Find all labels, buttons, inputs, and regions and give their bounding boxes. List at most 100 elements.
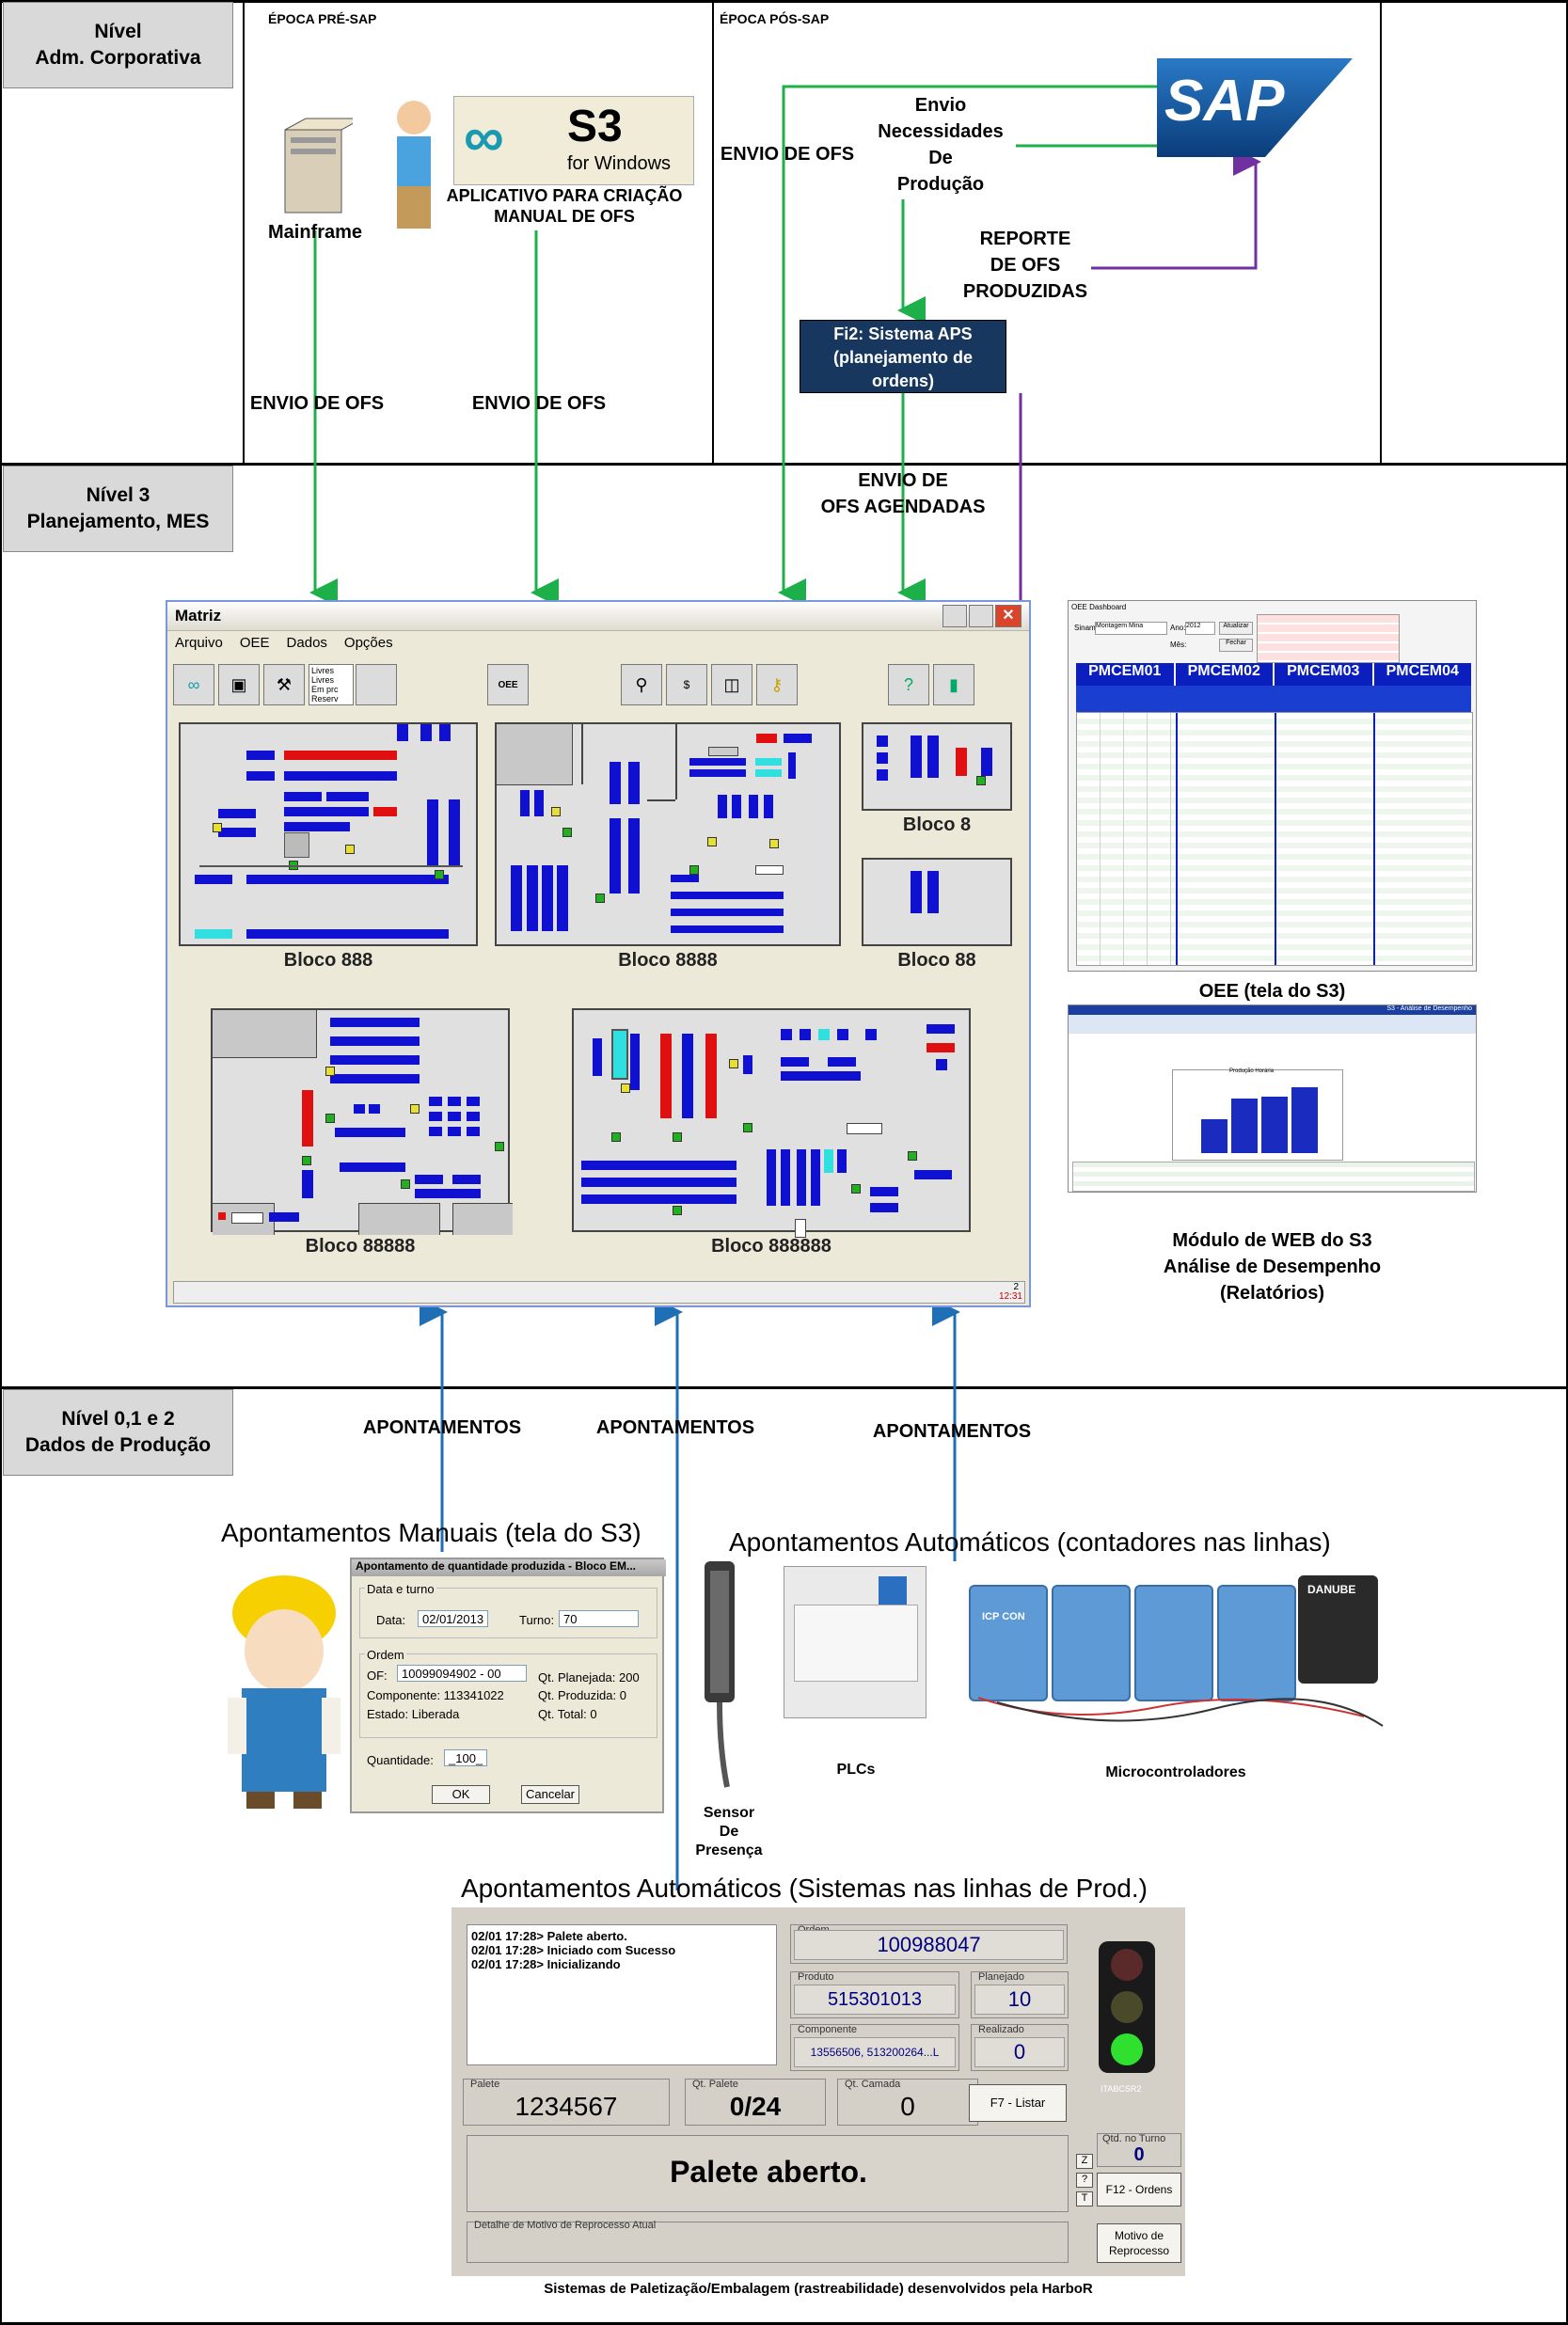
oee-header: OEE Dashboard <box>1071 603 1127 611</box>
f7-listar-button[interactable]: F7 - Listar <box>969 2084 1067 2122</box>
sensor-label: Sensor De Presença <box>695 1805 763 1858</box>
band-separator-2 <box>0 1386 1568 1389</box>
planejado-label: Planejado <box>978 1971 1024 1983</box>
qtd-turno-value: 0 <box>1133 2144 1145 2165</box>
bloco-88-label: Bloco 88 <box>897 950 976 971</box>
era-divider-3 <box>1380 0 1382 464</box>
plcs-label: PLCs <box>836 1762 876 1778</box>
turno-select[interactable]: 70 <box>559 1610 639 1627</box>
data-field[interactable]: 02/01/2013 <box>418 1610 488 1627</box>
bloco-888[interactable] <box>179 722 478 946</box>
arrow-sap-matriz <box>778 85 1157 607</box>
minimize-button[interactable] <box>942 605 967 627</box>
bloco-8888[interactable] <box>495 722 841 946</box>
tools-icon[interactable]: ⚒ <box>263 664 305 705</box>
label-envio-ofs-left: ENVIO DE OFS <box>249 393 385 414</box>
era-divider-2 <box>712 0 714 464</box>
palete-label: Palete <box>470 2079 500 2090</box>
oee-caption: OEE (tela do S3) <box>1198 981 1346 1002</box>
help-icon[interactable]: ? <box>888 664 929 705</box>
legend-item: Livres <box>311 675 335 685</box>
menu-arquivo[interactable]: Arquivo <box>175 635 223 651</box>
turno-label: Turno: <box>519 1613 555 1627</box>
web-header: S3 - Análise de Desempenho <box>1386 1005 1472 1012</box>
key-t-button[interactable]: T <box>1076 2191 1093 2206</box>
s3-logo: ∞ S3 for Windows <box>453 96 694 185</box>
s3-caption: APLICATIVO PARA CRIAÇÃO MANUAL DE OFS <box>446 186 683 226</box>
oee-col-header: PMCEM04 <box>1373 663 1471 686</box>
auto-counters-title: Apontamentos Automáticos (contadores nas… <box>729 1527 1331 1557</box>
search-icon[interactable]: ⚲ <box>621 664 662 705</box>
right-border <box>1566 0 1568 2325</box>
web-filters <box>1069 1015 1476 1034</box>
bloco-8-label: Bloco 8 <box>902 815 972 835</box>
produto-value: 515301013 <box>794 1985 956 2015</box>
planejado-value: 10 <box>974 1985 1065 2015</box>
componente-value: 13556506, 513200264...L <box>794 2037 956 2067</box>
web-chart: Produção Horária <box>1172 1068 1343 1161</box>
matriz-menubar: Arquivo OEE Dados Opções <box>167 631 1029 655</box>
bottom-border <box>0 2322 1568 2325</box>
key-help-button[interactable]: ? <box>1076 2173 1093 2188</box>
status-count: 2 <box>1013 1282 1019 1292</box>
exit-door-icon[interactable]: ▮ <box>933 664 974 705</box>
cancelar-button[interactable]: Cancelar <box>521 1785 579 1804</box>
bloco-88888[interactable] <box>211 1008 513 1235</box>
log-panel: 02/01 17:28> Palete aberto. 02/01 17:28>… <box>467 1924 777 2065</box>
label-envio-ofs-mid: ENVIO DE OFS <box>471 393 607 414</box>
sap-logo: SAP <box>1157 58 1353 157</box>
of-select[interactable]: 10099094902 - 00 <box>397 1665 527 1682</box>
ordem-value: 100988047 <box>794 1930 1064 1960</box>
oee-col-header: PMCEM03 <box>1275 663 1372 686</box>
legend-item: Reserv <box>311 694 339 704</box>
oee-ano-select[interactable]: 2012 <box>1185 622 1215 635</box>
produto-label: Produto <box>798 1971 834 1983</box>
menu-dados[interactable]: Dados <box>286 635 327 651</box>
maximize-button[interactable] <box>969 605 993 627</box>
money-icon[interactable]: $ <box>666 664 707 705</box>
bloco-88[interactable] <box>862 858 1012 946</box>
f12-ordens-button[interactable]: F12 - Ordens <box>1097 2173 1181 2206</box>
computer-icon[interactable]: ▣ <box>218 664 260 705</box>
qt-camada-value: 0 <box>900 2092 915 2121</box>
era-pre-sap: ÉPOCA PRÉ-SAP <box>268 11 377 26</box>
log-entry: 02/01 17:28> Inicializando <box>471 1957 621 1971</box>
quantidade-label: Quantidade: <box>367 1753 434 1767</box>
manual-title: Apontamentos Manuais (tela do S3) <box>221 1518 641 1547</box>
ok-button[interactable]: OK <box>432 1785 490 1804</box>
motivo-reprocesso-button[interactable]: Motivo de Reprocesso <box>1097 2223 1181 2263</box>
book-icon[interactable]: ◫ <box>711 664 752 705</box>
label-apontamentos-counters: APONTAMENTOS <box>872 1421 1032 1442</box>
oee-fechar-button[interactable]: Fechar <box>1219 639 1253 652</box>
s3-logo-text: S3 <box>567 102 623 151</box>
oee-summary-table <box>1257 614 1400 663</box>
key-icon[interactable]: ⚷ <box>756 664 798 705</box>
realizado-label: Realizado <box>978 2024 1024 2035</box>
s3-logo-mark: ∞ <box>464 105 504 168</box>
bloco-888888[interactable] <box>572 1008 971 1238</box>
blank-button[interactable] <box>356 664 397 705</box>
qtd-turno-label: Qtd. no Turno <box>1102 2133 1166 2144</box>
matriz-window: Matriz ✕ Arquivo OEE Dados Opções ∞ ▣ ⚒ … <box>166 600 1031 1307</box>
traffic-light-icon <box>1080 1941 1174 2082</box>
qt-palete-box <box>685 2079 826 2126</box>
key-z-button[interactable]: Z <box>1076 2154 1093 2169</box>
manual-dialog: Apontamento de quantidade produzida - Bl… <box>350 1558 666 1813</box>
level-corporate: Nível Adm. Corporativa <box>3 2 233 88</box>
close-button[interactable]: ✕ <box>995 605 1022 627</box>
oee-button[interactable]: OEE <box>487 664 529 705</box>
oee-screen: OEE Dashboard Sinam: Montagem Mina Ano: … <box>1068 600 1477 972</box>
qt-camada-box <box>837 2079 978 2126</box>
bloco-8[interactable] <box>862 722 1012 811</box>
s3-logo-button[interactable]: ∞ <box>173 664 214 705</box>
bloco-88888-label: Bloco 88888 <box>305 1236 416 1257</box>
menu-oee[interactable]: OEE <box>239 635 270 651</box>
oee-turno-select[interactable]: Montagem Mina <box>1095 622 1167 635</box>
danube-label: DANUBE <box>1307 1583 1356 1596</box>
detalhe-label: Detalhe de Motivo de Reprocesso Atual <box>474 2220 657 2231</box>
quantidade-field[interactable]: _100_ <box>444 1749 487 1766</box>
label-apontamentos-systems: APONTAMENTOS <box>595 1417 755 1438</box>
oee-atualizar-button[interactable]: Atualizar <box>1219 622 1253 635</box>
menu-opcoes[interactable]: Opções <box>343 635 393 651</box>
